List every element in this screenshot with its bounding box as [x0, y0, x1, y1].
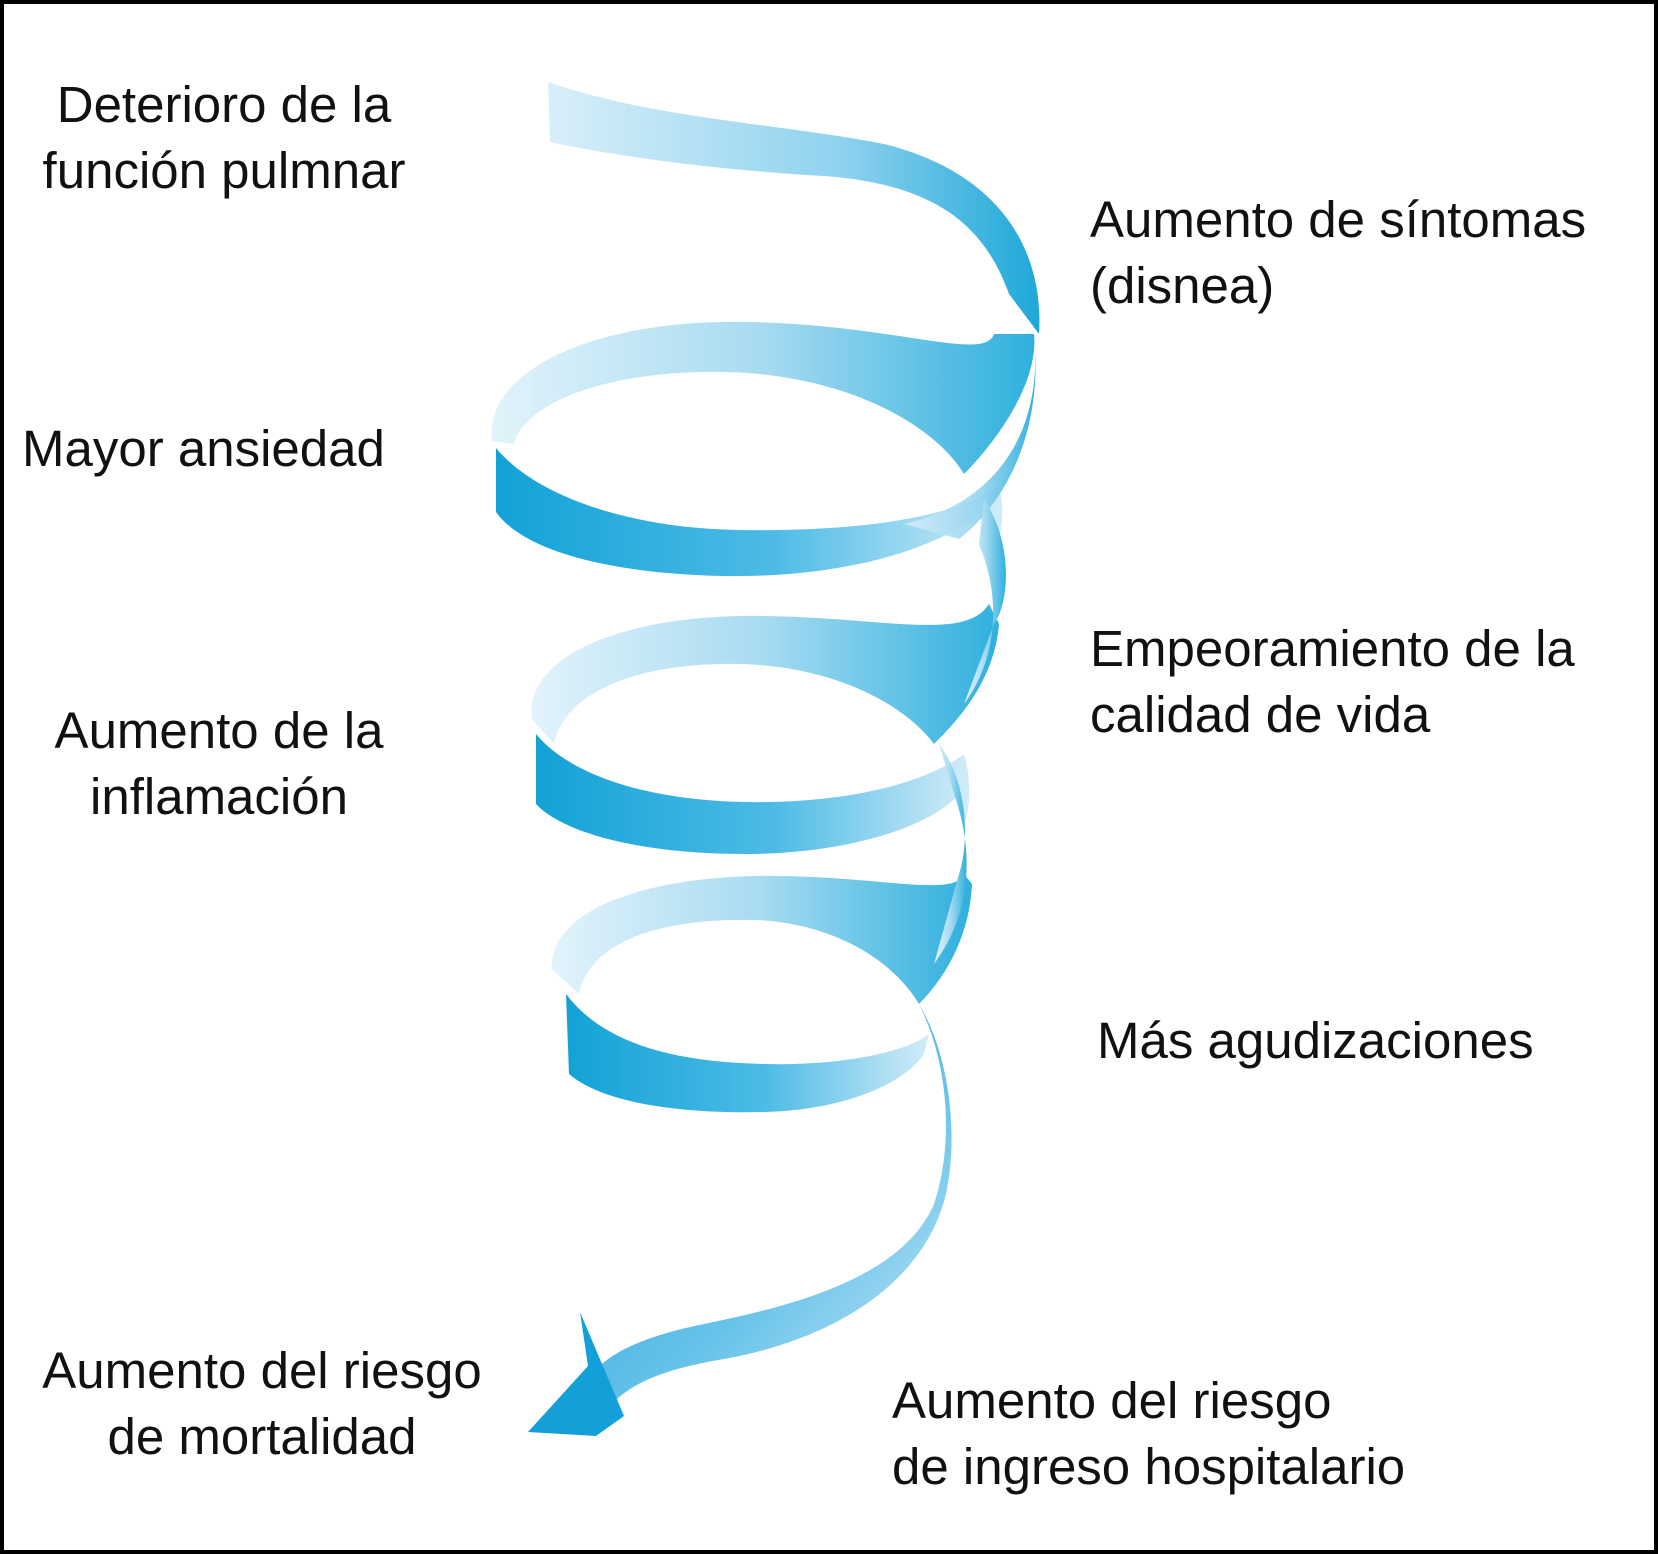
label-line: Mayor ansiedad: [22, 420, 385, 477]
label-empeoramiento-calidad-vida: Empeoramiento de la calidad de vida: [1090, 616, 1575, 748]
label-line: Aumento de la: [54, 702, 384, 759]
label-riesgo-mortalidad: Aumento del riesgo de mortalidad: [22, 1338, 502, 1470]
ribbon-back-3: [551, 874, 972, 1004]
label-riesgo-ingreso-hospitalario: Aumento del riesgo de ingreso hospitalar…: [892, 1368, 1405, 1500]
downward-spiral-arrow: [491, 82, 1040, 1436]
arrow-head: [528, 1312, 624, 1436]
label-line: Aumento de síntomas: [1090, 191, 1587, 248]
label-aumento-inflamacion: Aumento de la inflamación: [24, 698, 414, 830]
label-line: Empeoramiento de la: [1090, 620, 1575, 677]
label-mas-agudizaciones: Más agudizaciones: [1097, 1008, 1534, 1074]
label-line: de ingreso hospitalario: [892, 1438, 1406, 1495]
label-line: calidad de vida: [1090, 686, 1431, 743]
ribbon-front-3: [566, 994, 929, 1113]
ribbon-descend-1: [904, 334, 1036, 539]
label-line: (disnea): [1090, 257, 1275, 314]
label-deterioro-funcion-pulmonar: Deterioro de la función pulmnar: [24, 72, 424, 204]
label-line: función pulmnar: [42, 142, 406, 199]
ribbon-front-2: [536, 734, 970, 854]
label-aumento-sintomas: Aumento de síntomas (disnea): [1090, 187, 1586, 319]
ribbon-descend-1b: [964, 499, 1006, 704]
label-line: Aumento del riesgo: [42, 1342, 482, 1399]
ribbon-front-1: [496, 448, 1003, 577]
ribbon-back-1: [491, 321, 1035, 474]
ribbon-tail: [574, 1004, 952, 1414]
ribbon-top: [548, 82, 1040, 334]
label-mayor-ansiedad: Mayor ansiedad: [22, 416, 385, 482]
label-line: Deterioro de la: [56, 76, 392, 133]
label-line: Aumento del riesgo: [892, 1372, 1332, 1429]
ribbon-back-2: [531, 604, 999, 744]
label-line: de mortalidad: [107, 1408, 417, 1465]
label-line: inflamación: [90, 768, 348, 825]
label-line: Más agudizaciones: [1097, 1012, 1534, 1069]
ribbon-descend-2: [934, 744, 967, 964]
